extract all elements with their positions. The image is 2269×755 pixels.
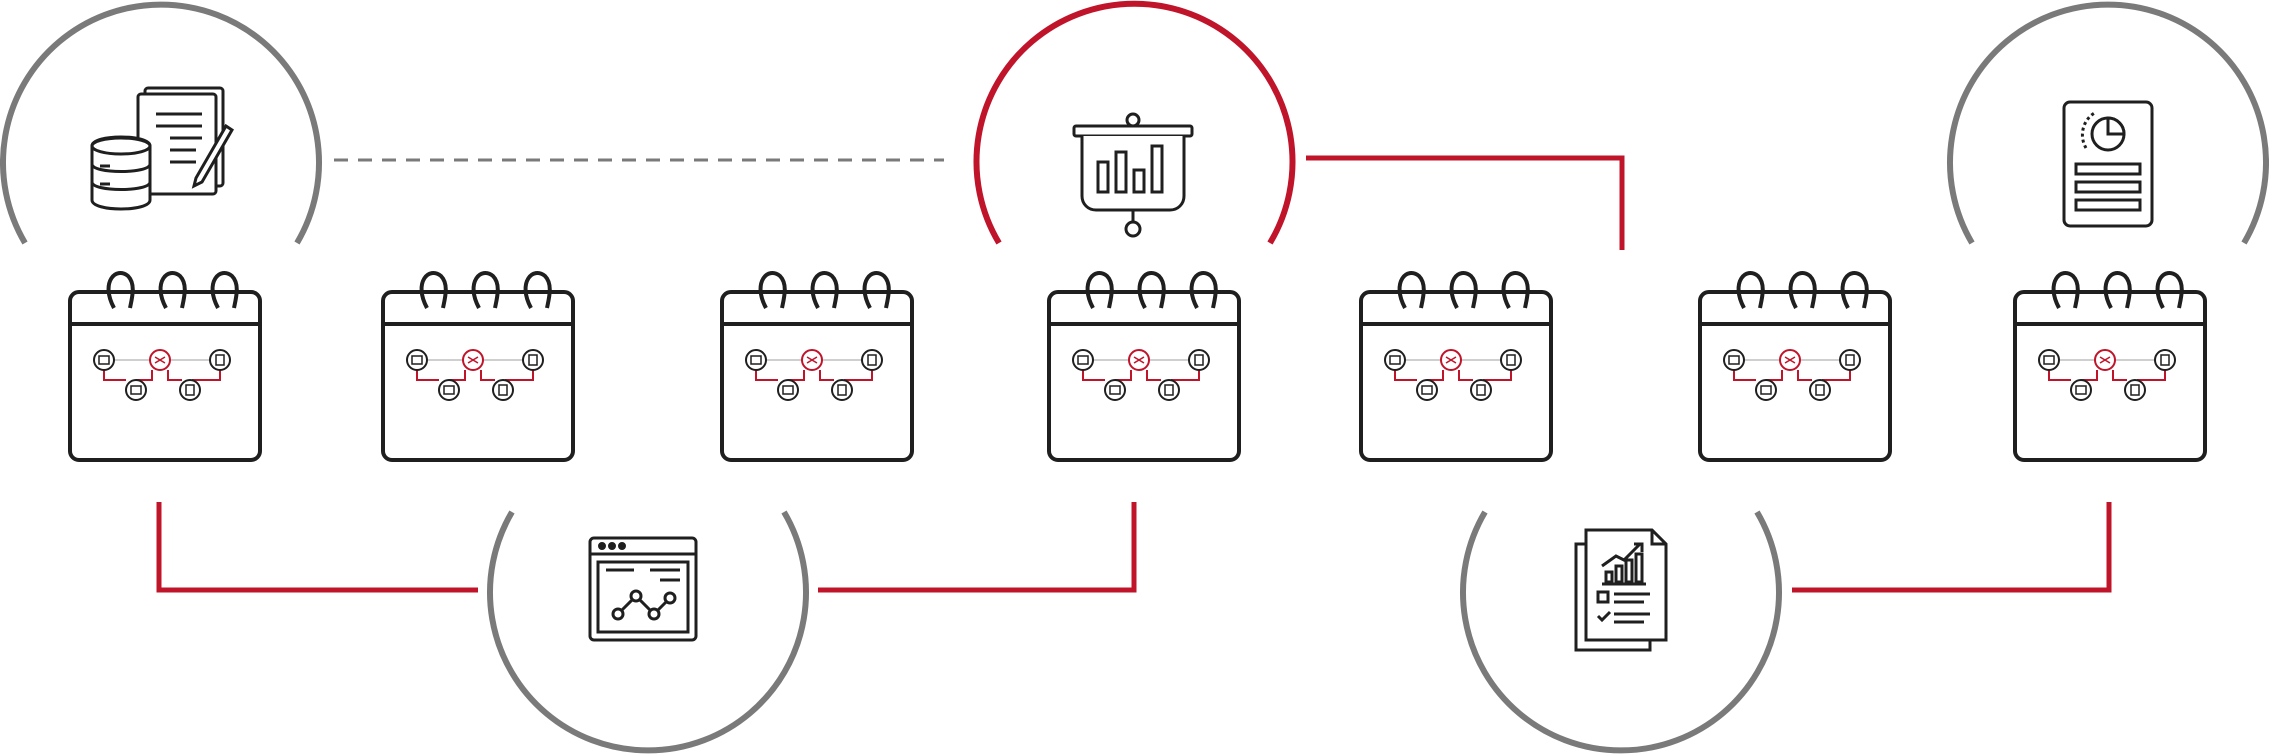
stage-5-arc [1947, 1, 2269, 245]
stage-1-arc [0, 1, 322, 245]
stage-3-arc [973, 0, 1296, 245]
connector-red-bottom-3 [1792, 502, 2112, 593]
calendar-icon [1698, 270, 1892, 462]
report-document-icon [1574, 528, 1668, 652]
pie-report-icon [2062, 100, 2154, 228]
calendar-icon [381, 270, 575, 462]
calendar-icon [2013, 270, 2207, 462]
database-document-icon [90, 86, 235, 211]
connector-red-bottom-1 [156, 502, 478, 593]
calendar-icon [1047, 270, 1241, 462]
calendar-icon [720, 270, 914, 462]
stage-4-arc [1460, 510, 1782, 754]
connector-red-top [1306, 155, 1625, 250]
presentation-board-icon [1072, 112, 1194, 238]
calendar-icon [68, 270, 262, 462]
stage-2-arc [487, 510, 809, 754]
browser-chart-icon [588, 536, 698, 642]
connector-red-bottom-2 [818, 502, 1137, 593]
calendar-icon [1359, 270, 1553, 462]
